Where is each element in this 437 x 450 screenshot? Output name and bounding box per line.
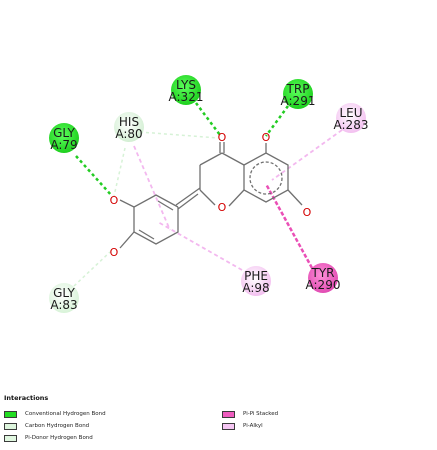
residue-gly-83: GLY A:83	[49, 283, 79, 313]
legend-swatch-pi-donor-hbond	[4, 434, 17, 442]
residue-tyr-name: TYR	[311, 266, 335, 280]
residue-his-id: A:80	[115, 127, 142, 141]
residue-gly-79: GLY A:79	[49, 123, 79, 153]
residue-lys-321: LYS A:321	[169, 75, 204, 105]
residue-trp-id: A:291	[281, 94, 316, 108]
hydroxyl-oxygen-5: O	[262, 131, 271, 144]
legend: Interactions Conventional Hydrogen Bond …	[4, 394, 434, 448]
hbond-lys-o	[195, 102, 221, 136]
residue-lys-name: LYS	[176, 78, 196, 92]
residue-leu-283: LEU A:283	[334, 103, 369, 133]
pialkyl-his-ring	[133, 145, 171, 231]
legend-title: Interactions	[4, 394, 49, 402]
residue-phe-98: PHE A:98	[241, 266, 271, 296]
ketone-oxygen: O	[218, 131, 227, 144]
residue-leu-name: LEU	[339, 106, 362, 120]
legend-swatch-pi-pi-stacked	[222, 410, 235, 418]
hydroxyl-oxygen-7: O	[303, 206, 312, 219]
legend-swatch-conventional-hbond	[4, 410, 17, 418]
legend-label-carbon-hbond: Carbon Hydrogen Bond	[25, 423, 90, 429]
hydroxyl-oxygen-3p: O	[110, 194, 119, 207]
pidonor-his-o	[113, 147, 126, 197]
pipi-tyr-ring	[264, 183, 314, 269]
legend-label-pi-alkyl: Pi-Alkyl	[243, 423, 263, 429]
legend-item-carbon-hbond: Carbon Hydrogen Bond	[4, 421, 89, 431]
interaction-diagram: O O O O O O LYS A:321 TRP A:291 GLY A:79…	[49, 75, 368, 313]
legend-label-pi-donor-hbond: Pi-Donor Hydrogen Bond	[25, 435, 93, 441]
legend-label-pi-pi-stacked: Pi-Pi Stacked	[243, 411, 279, 417]
hbond-gly79-o	[75, 155, 113, 197]
residue-phe-id: A:98	[242, 281, 269, 295]
residue-tyr-id: A:290	[306, 278, 341, 292]
legend-item-pi-pi-stacked: Pi-Pi Stacked	[222, 409, 278, 419]
legend-item-pi-donor-hbond: Pi-Donor Hydrogen Bond	[4, 433, 93, 443]
residue-trp-name: TRP	[286, 82, 310, 96]
ring-oxygen: O	[218, 201, 227, 214]
legend-item-conventional-hbond: Conventional Hydrogen Bond	[4, 409, 106, 419]
residue-leu-id: A:283	[334, 118, 369, 132]
legend-swatch-pi-alkyl	[222, 422, 235, 430]
oxygen-atoms: O O O O O O	[110, 131, 312, 259]
legend-item-pi-alkyl: Pi-Alkyl	[222, 421, 263, 431]
pidonor-gly83-o	[73, 251, 111, 287]
a-ring-aromatic	[249, 161, 283, 195]
residue-gly79-id: A:79	[50, 138, 77, 152]
pialkyl-leu-ring	[271, 129, 343, 181]
residue-trp-291: TRP A:291	[281, 79, 316, 109]
residue-gly83-name: GLY	[53, 286, 75, 300]
residue-tyr-290: TYR A:290	[306, 263, 341, 293]
hbond-trp-o	[264, 105, 290, 137]
residue-his-80: HIS A:80	[114, 112, 144, 142]
ligand-molecule	[119, 142, 303, 249]
residue-phe-name: PHE	[244, 269, 268, 283]
b-ring	[133, 194, 179, 245]
pialkyl-phe-ring	[157, 221, 243, 271]
residue-lys-id: A:321	[169, 90, 204, 104]
residues: LYS A:321 TRP A:291 GLY A:79 HIS A:80 LE…	[49, 75, 368, 313]
carbon-hbond-his-o	[139, 131, 219, 139]
interaction-lines	[73, 102, 343, 287]
hydroxyl-oxygen-4p: O	[110, 246, 119, 259]
residue-gly83-id: A:83	[50, 298, 77, 312]
legend-label-conventional-hbond: Conventional Hydrogen Bond	[25, 411, 106, 417]
residue-gly79-name: GLY	[53, 126, 75, 140]
residue-his-name: HIS	[119, 115, 139, 129]
legend-swatch-carbon-hbond	[4, 422, 17, 430]
